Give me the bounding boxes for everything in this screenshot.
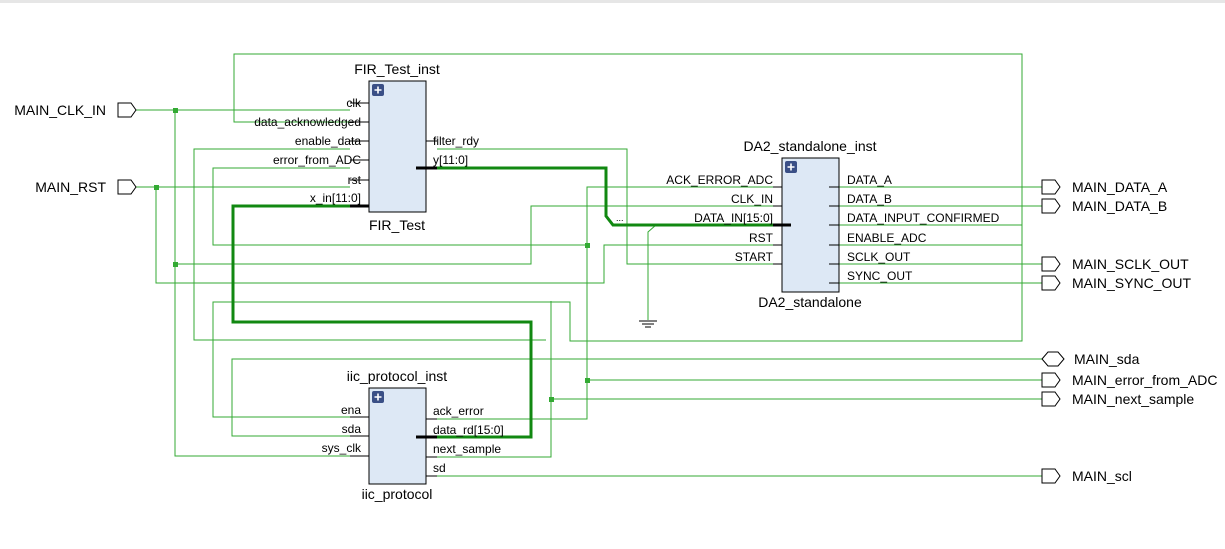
nets — [136, 53, 1042, 477]
pin-label: enable_data — [295, 134, 361, 148]
junction-dot — [173, 262, 178, 267]
net-sda[interactable] — [231, 358, 1042, 437]
pin-label: START — [735, 250, 774, 264]
net-ground-tie[interactable] — [647, 224, 657, 320]
bus-data-rd-to-x-in[interactable] — [231, 204, 533, 439]
iic-instance-name: iic_protocol_inst — [347, 368, 447, 384]
bus-y-to-data-in[interactable] — [437, 166, 773, 227]
fir-instance-name: FIR_Test_inst — [354, 61, 440, 77]
fir-test-block[interactable]: FIR_Test_inst FIR_Test clk data_acknowle… — [254, 61, 479, 233]
window-top-border — [0, 0, 1225, 3]
pin-label: DATA_A — [847, 173, 892, 187]
output-port-icon — [1041, 198, 1061, 214]
pin-label: RST — [749, 231, 774, 245]
input-port-icon — [117, 102, 137, 118]
output-port-icon — [1041, 372, 1061, 388]
net-error-from-adc[interactable] — [212, 167, 1042, 420]
pin-label: sda — [342, 422, 362, 436]
output-port-main-error-from-adc[interactable]: MAIN_error_from_ADC — [1041, 372, 1217, 388]
fir-box[interactable] — [368, 80, 427, 213]
output-port-main-data-b[interactable]: MAIN_DATA_B — [1041, 198, 1167, 214]
port-label: MAIN_DATA_A — [1072, 179, 1168, 195]
pin-label: data_acknowledged — [254, 115, 361, 129]
pin-label: SCLK_OUT — [847, 250, 911, 264]
junction-dot — [154, 185, 159, 190]
da2-standalone-block[interactable]: DA2_standalone_inst DA2_standalone ACK_E… — [666, 138, 999, 310]
pin-label: data_rd[15:0] — [433, 423, 504, 437]
plus-icon — [374, 393, 382, 401]
pin-label: sys_clk — [322, 441, 362, 455]
pin-label: y[11:0] — [433, 153, 468, 167]
pin-label: ENABLE_ADC — [847, 231, 927, 245]
output-port-icon — [1041, 179, 1061, 195]
junction-dot — [173, 108, 178, 113]
port-label: MAIN_next_sample — [1072, 391, 1194, 407]
output-port-main-sync-out[interactable]: MAIN_SYNC_OUT — [1041, 275, 1191, 291]
output-port-main-scl[interactable]: MAIN_scl — [1041, 468, 1132, 484]
pin-label: CLK_IN — [731, 192, 773, 206]
inout-port-icon — [1041, 351, 1065, 367]
pin-label: DATA_B — [847, 192, 892, 206]
pin-label: clk — [346, 96, 362, 110]
output-port-icon — [1041, 256, 1061, 272]
junction-dot — [585, 243, 590, 248]
pin-label: next_sample — [433, 442, 501, 456]
iic-cell-name: iic_protocol — [362, 486, 433, 502]
pin-label: ACK_ERROR_ADC — [666, 173, 773, 187]
port-label: MAIN_CLK_IN — [14, 102, 106, 118]
output-port-main-next-sample[interactable]: MAIN_next_sample — [1041, 391, 1194, 407]
da2-instance-name: DA2_standalone_inst — [743, 138, 876, 154]
pin-label: ack_error — [433, 404, 484, 418]
pin-label: sd — [433, 461, 446, 475]
port-label: MAIN_DATA_B — [1072, 198, 1167, 214]
pin-label: x_in[11:0] — [310, 191, 361, 205]
port-label: MAIN_SCLK_OUT — [1072, 256, 1189, 272]
junction-dots — [154, 108, 590, 402]
pin-label: SYNC_OUT — [847, 269, 913, 283]
net-data-acknowledged[interactable] — [212, 53, 1023, 418]
output-port-icon — [1041, 391, 1061, 407]
da2-cell-name: DA2_standalone — [758, 294, 862, 310]
junction-dot — [549, 397, 554, 402]
output-port-icon — [1041, 275, 1061, 291]
port-label: MAIN_sda — [1074, 351, 1140, 367]
pin-label: filter_rdy — [433, 134, 479, 148]
net-rst[interactable] — [136, 186, 773, 284]
junction-dot — [585, 378, 590, 383]
pin-label: DATA_INPUT_CONFIRMED — [847, 211, 1000, 225]
net-enable-data[interactable] — [193, 148, 546, 341]
ground-icon — [639, 320, 657, 328]
net-clk[interactable] — [136, 109, 773, 457]
output-port-main-data-a[interactable]: MAIN_DATA_A — [1041, 179, 1168, 195]
iic-protocol-block[interactable]: iic_protocol_inst iic_protocol ena sda s… — [322, 368, 504, 502]
port-label: MAIN_error_from_ADC — [1072, 372, 1217, 388]
input-port-main-clk-in[interactable]: MAIN_CLK_IN — [14, 102, 137, 118]
net-next-sample[interactable] — [437, 148, 1042, 458]
bus-ripper-ellipsis: ... — [616, 213, 624, 223]
pin-label: rst — [348, 173, 362, 187]
inout-port-main-sda[interactable]: MAIN_sda — [1041, 351, 1140, 367]
input-port-main-rst[interactable]: MAIN_RST — [35, 179, 137, 195]
input-port-icon — [117, 179, 137, 195]
buses — [231, 166, 773, 439]
pin-label: DATA_IN[15:0] — [694, 211, 773, 225]
port-label: MAIN_SYNC_OUT — [1072, 275, 1191, 291]
pin-label: error_from_ADC — [273, 153, 361, 167]
port-label: MAIN_RST — [35, 179, 106, 195]
plus-icon — [787, 163, 795, 171]
fir-cell-name: FIR_Test — [369, 217, 425, 233]
output-port-main-sclk-out[interactable]: MAIN_SCLK_OUT — [1041, 256, 1189, 272]
pin-label: ena — [341, 403, 361, 417]
output-port-icon — [1041, 468, 1061, 484]
port-label: MAIN_scl — [1072, 468, 1132, 484]
plus-icon — [374, 86, 382, 94]
